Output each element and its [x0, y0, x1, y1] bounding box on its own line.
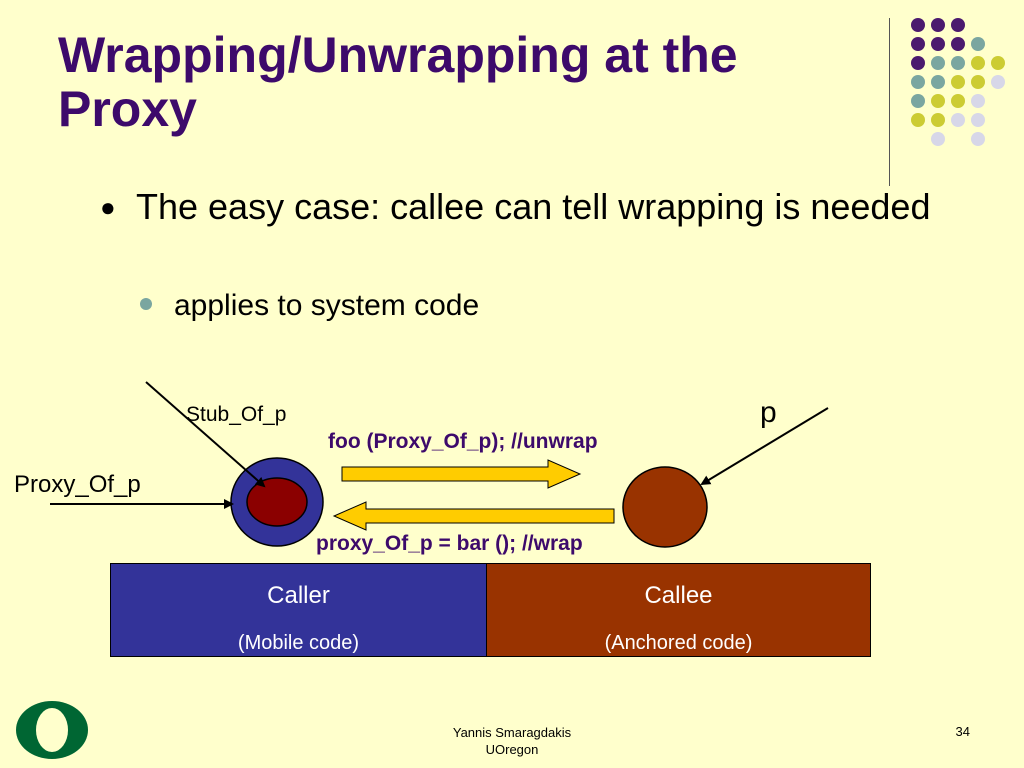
- caller-title: Caller: [267, 582, 330, 609]
- proxy-label: Proxy_Of_p: [14, 471, 141, 498]
- return-arrow: [332, 501, 615, 531]
- return-code-label: proxy_Of_p = bar (); //wrap: [316, 532, 583, 556]
- stub-label: Stub_Of_p: [186, 403, 287, 426]
- call-comment: //unwrap: [505, 430, 598, 453]
- divider-line: [889, 18, 890, 186]
- object-p-circle: [622, 466, 708, 548]
- callee-title: Callee: [644, 582, 713, 609]
- stub-circle: [246, 477, 308, 527]
- sub-bullet-text: applies to system code: [174, 289, 480, 322]
- return-comment: //wrap: [516, 532, 583, 555]
- callee-box: Callee (Anchored code): [486, 563, 871, 657]
- slide-title: Wrapping/Unwrapping at the Proxy: [58, 27, 738, 137]
- footer-org: UOregon: [485, 742, 539, 757]
- p-pointer: [700, 407, 829, 486]
- caller-box: Caller (Mobile code): [110, 563, 487, 657]
- page-number: 34: [955, 724, 970, 739]
- callee-subtitle: (Anchored code): [604, 632, 753, 654]
- footer: Yannis Smaragdakis UOregon: [412, 724, 612, 758]
- bullet-dot: ●: [100, 192, 116, 222]
- call-code: foo (Proxy_Of_p);: [328, 430, 506, 453]
- return-code: proxy_Of_p = bar ();: [316, 532, 517, 555]
- p-label: p: [760, 396, 777, 429]
- sub-bullet-dot: [140, 298, 152, 310]
- call-code-label: foo (Proxy_Of_p); //unwrap: [328, 430, 598, 454]
- footer-author: Yannis Smaragdakis: [452, 725, 572, 740]
- bullet-text: The easy case: callee can tell wrapping …: [136, 186, 931, 227]
- stub-pointer: [145, 381, 266, 488]
- oregon-o-logo: [16, 701, 88, 759]
- caller-subtitle: (Mobile code): [237, 632, 360, 654]
- call-arrow: [341, 459, 582, 489]
